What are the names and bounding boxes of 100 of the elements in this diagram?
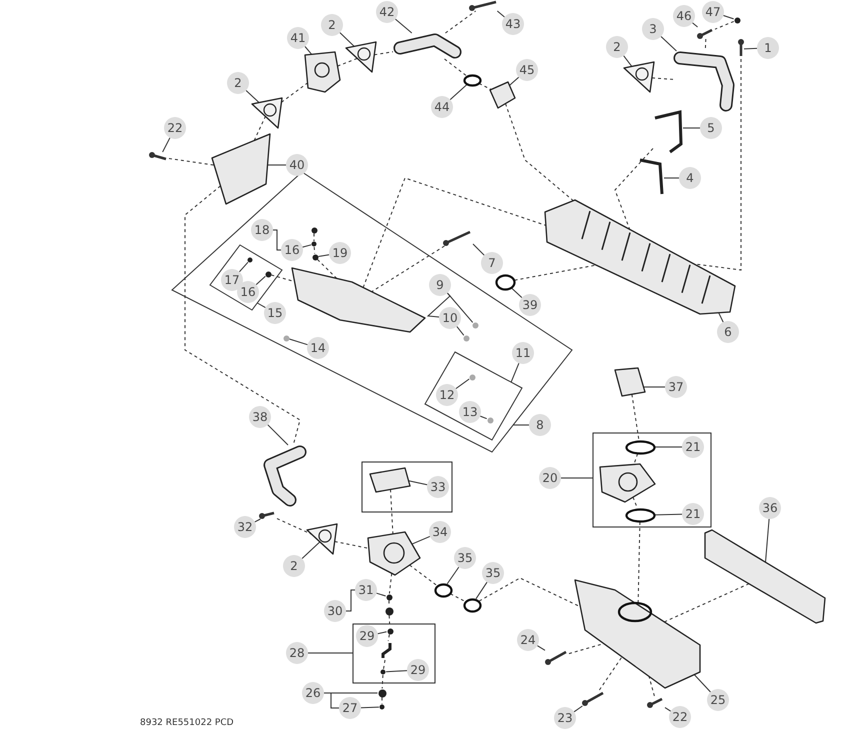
callout-number: 2: [283, 555, 305, 577]
callout-number: 6: [717, 321, 739, 343]
dashed-guide-line: [390, 488, 394, 534]
callout-number: 23: [554, 707, 576, 729]
leader-line: [408, 480, 428, 486]
dashed-guide-line: [371, 246, 445, 292]
leader-line: [246, 90, 260, 104]
gasket-drawing: [251, 97, 283, 129]
dashed-guide-line: [633, 453, 638, 465]
callout-number: 27: [339, 697, 361, 719]
washer-drawing: [311, 241, 317, 247]
leader-line: [238, 262, 248, 272]
dashed-guide-line: [505, 103, 574, 202]
bolt-drawing: [738, 39, 744, 59]
callout-number: 13: [459, 401, 481, 423]
kit-frame: [361, 461, 453, 513]
leader-line: [376, 592, 386, 596]
callout-number: 10: [439, 307, 461, 329]
leader-line: [456, 326, 464, 336]
fitting-drawing: [381, 641, 392, 660]
callout-number: 9: [429, 274, 451, 296]
o-ring-drawing: [434, 582, 452, 598]
callout-number: 40: [286, 154, 308, 176]
leader-line: [304, 46, 312, 55]
leader-line: [426, 292, 451, 318]
callout-number: 2: [321, 14, 343, 36]
elbow-pipe-drawing: [393, 33, 462, 59]
callout-number: 45: [516, 59, 538, 81]
callout-number: 29: [356, 625, 378, 647]
callout-number: 47: [702, 1, 724, 23]
nut-drawing: [380, 669, 386, 675]
dashed-guide-line: [168, 158, 215, 166]
dashed-guide-line: [664, 583, 750, 622]
callout-number: 42: [376, 1, 398, 23]
o-ring-drawing: [462, 598, 482, 612]
leader-line: [394, 18, 412, 34]
dashed-guide-line: [280, 82, 308, 103]
leader-line: [476, 582, 488, 600]
dashed-guide-line: [388, 634, 390, 642]
bolt-drawing: [647, 696, 665, 708]
dashed-guide-line: [651, 77, 674, 80]
dashed-guide-line: [514, 264, 597, 281]
callout-number: 30: [324, 600, 346, 622]
dashed-guide-line: [362, 177, 546, 288]
dashed-guide-line: [337, 58, 358, 67]
callout-number: 12: [436, 384, 458, 406]
dashed-guide-line: [714, 20, 734, 30]
callout-number: 26: [302, 682, 324, 704]
callout-number: 1: [757, 37, 779, 59]
bolt-drawing: [259, 510, 277, 519]
bolt-drawing: [582, 690, 606, 706]
callout-number: 16: [237, 281, 259, 303]
leader-line: [162, 137, 170, 152]
nut-drawing: [310, 226, 318, 234]
dashed-guide-line: [317, 259, 338, 279]
plug-drawing: [247, 257, 253, 263]
pin-drawing: [697, 27, 715, 39]
cooler-drawing: [544, 199, 736, 315]
leader-line: [692, 22, 698, 28]
dashed-guide-line: [409, 564, 437, 586]
callout-number: 41: [287, 27, 309, 49]
callout-number: 37: [665, 376, 687, 398]
leader-line: [455, 378, 470, 390]
dashed-guide-line: [388, 572, 392, 594]
leader-line: [511, 288, 522, 298]
dashed-guide-line: [648, 676, 655, 696]
leader-line: [450, 84, 468, 100]
leader-line: [510, 362, 520, 383]
bracket-drawing: [653, 110, 683, 154]
callout-number: 21: [682, 503, 704, 525]
cover-drawing: [369, 467, 411, 493]
nut-drawing: [472, 322, 478, 328]
callout-number: 4: [679, 167, 701, 189]
leader-line: [256, 276, 266, 286]
leader-line: [694, 674, 711, 692]
leader-line: [302, 541, 320, 559]
callout-number: 36: [759, 497, 781, 519]
callout-number: 32: [234, 516, 256, 538]
o-ring-drawing: [624, 440, 656, 454]
leader-line: [360, 706, 380, 708]
kit-frame: [352, 623, 436, 684]
callout-number: 35: [454, 547, 476, 569]
callout-number: 16: [281, 239, 303, 261]
callout-number: 21: [682, 436, 704, 458]
dashed-guide-line: [382, 674, 384, 689]
dashed-guide-line: [444, 58, 467, 76]
leader-line: [377, 631, 388, 634]
o-ring-drawing: [624, 508, 656, 522]
bolt-drawing: [149, 152, 169, 162]
nut-drawing: [468, 374, 476, 380]
gasket-drawing: [704, 529, 826, 624]
callout-number: 34: [429, 521, 451, 543]
callout-number: 15: [264, 302, 286, 324]
leader-line: [480, 416, 488, 420]
dashed-guide-line: [444, 10, 476, 34]
leader-line: [718, 312, 724, 323]
pin-drawing: [469, 0, 499, 11]
flex-pipe-drawing: [673, 51, 735, 112]
mounting-plate-drawing: [211, 133, 271, 205]
callout-number: 11: [512, 342, 534, 364]
